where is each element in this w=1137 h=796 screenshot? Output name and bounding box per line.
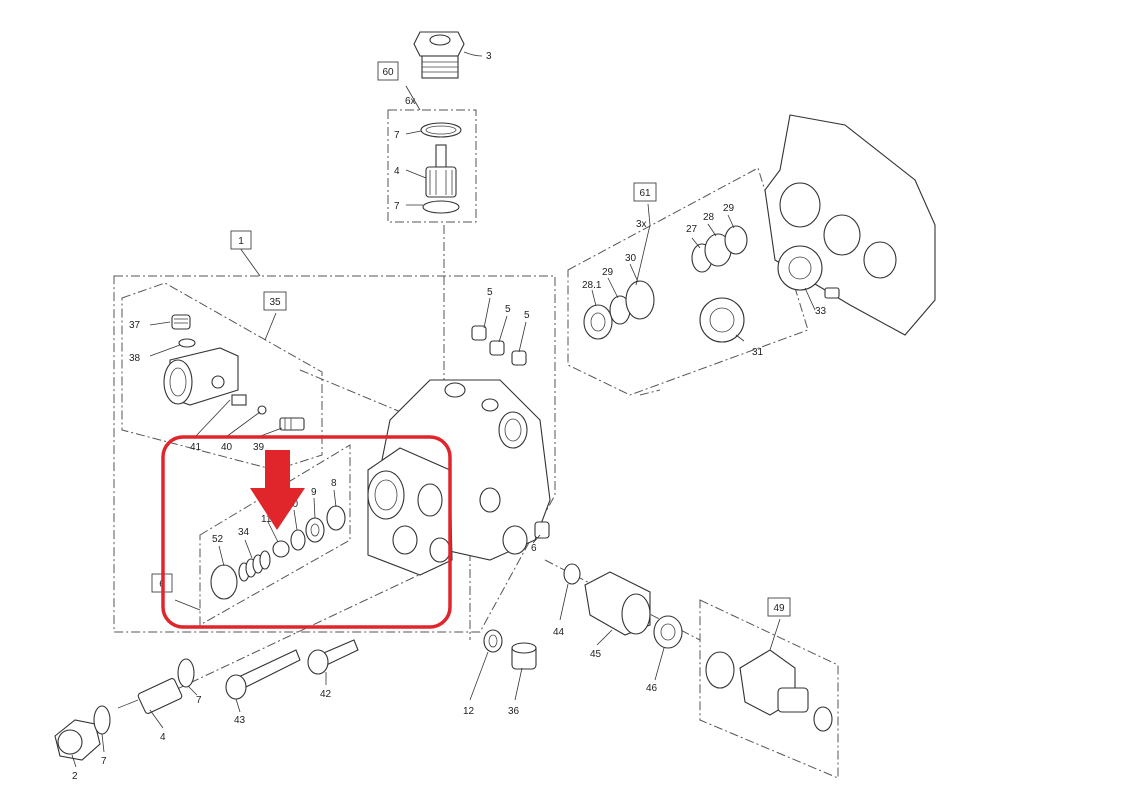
leader-lines	[71, 51, 816, 768]
callout-34: 34	[238, 527, 250, 538]
callout-7b: 7	[394, 201, 400, 212]
callout-28-1: 28.1	[582, 280, 602, 291]
callout-29b: 29	[602, 267, 614, 278]
part-41-spring	[231, 394, 247, 406]
part-12-washer	[483, 629, 503, 653]
part-4-valve-top	[425, 144, 457, 198]
callout-44: 44	[553, 627, 565, 638]
assembly-61-boundary	[567, 167, 809, 396]
callout-41: 41	[190, 442, 202, 453]
callout-35: 35	[269, 297, 281, 308]
part-31-bushing	[699, 297, 745, 343]
assembly-35-boundary	[121, 282, 323, 471]
part-7-o-ring-top	[420, 122, 462, 138]
pump-head-body	[367, 379, 551, 576]
part-29-ring	[724, 225, 748, 255]
callout-40: 40	[221, 442, 233, 453]
callout-4a: 4	[394, 166, 400, 177]
callout-60: 60	[382, 67, 394, 78]
callout-5a: 5	[487, 287, 493, 298]
parts	[54, 31, 936, 761]
callout-49: 49	[773, 603, 785, 614]
callout-42: 42	[320, 689, 332, 700]
part-35-body	[163, 347, 239, 406]
callout-61: 61	[639, 188, 651, 199]
callout-9: 9	[311, 487, 317, 498]
callout-12: 12	[463, 706, 475, 717]
part-38-washer	[178, 338, 196, 348]
part-52-o-ring	[210, 564, 238, 600]
callout-box-60: 60	[377, 61, 399, 81]
assembly-60-boundary	[387, 109, 477, 223]
callout-numbers: 3 7 4 7 37 38 41 40 39 5 5 5 8 9 10 11 3…	[72, 51, 827, 782]
part-34-spring	[238, 550, 271, 582]
callout-3: 3	[486, 51, 492, 62]
callout-33: 33	[815, 306, 827, 317]
part-7-o-ring-lower-left-a	[177, 658, 195, 688]
callout-4b: 4	[160, 732, 166, 743]
callout-27: 27	[686, 224, 698, 235]
callout-46: 46	[646, 683, 658, 694]
callout-box-61: 61	[633, 182, 657, 202]
part-3-fitting	[413, 31, 465, 79]
part-36-nut	[511, 642, 537, 670]
multiplier-60: 6x	[405, 96, 416, 107]
callout-30: 30	[625, 253, 637, 264]
part-43-bolt	[225, 649, 301, 700]
callout-box-35: 35	[263, 291, 287, 311]
assembly-6-boundary	[199, 444, 351, 626]
part-42-bolt	[307, 639, 359, 675]
multiplier-61: 3x	[636, 219, 647, 230]
highlight-box	[161, 435, 452, 629]
part-45-adapter	[584, 571, 651, 636]
callout-6b: 6	[531, 543, 537, 554]
callout-8: 8	[331, 478, 337, 489]
callout-36: 36	[508, 706, 520, 717]
part-11-ball	[272, 540, 290, 558]
callout-39: 39	[253, 442, 265, 453]
callout-11: 11	[261, 514, 272, 525]
callout-52: 52	[212, 534, 224, 545]
part-5-screws	[471, 325, 527, 366]
callout-box-49: 49	[767, 597, 791, 617]
callout-43: 43	[234, 715, 246, 726]
part-28-1-seal	[583, 304, 613, 340]
callout-7d: 7	[101, 756, 107, 767]
callout-5b: 5	[505, 304, 511, 315]
highlight-arrow	[250, 450, 305, 530]
part-10-ring	[290, 529, 306, 551]
callout-37: 37	[129, 320, 141, 331]
part-7-o-ring-lower	[422, 200, 460, 214]
part-49-coupler	[705, 649, 833, 732]
part-39-pin	[279, 417, 305, 431]
part-33-crankcase	[764, 114, 936, 336]
part-8-o-ring	[326, 505, 346, 531]
callout-28: 28	[703, 212, 715, 223]
part-9-washer	[305, 517, 325, 543]
assembly-49-boundary	[699, 599, 839, 779]
callout-38: 38	[129, 353, 141, 364]
callout-29a: 29	[723, 203, 735, 214]
callout-7c: 7	[196, 695, 202, 706]
callout-1: 1	[238, 236, 244, 247]
callout-7a: 7	[394, 130, 400, 141]
part-7-o-ring-lower-left-b	[93, 705, 111, 735]
part-2-plug	[54, 719, 101, 761]
part-4-valve-lower	[117, 678, 183, 714]
part-37-plug	[171, 314, 191, 330]
part-30-o-ring	[625, 280, 655, 320]
callout-box-1: 1	[230, 230, 252, 250]
part-44-washer	[563, 563, 581, 585]
callout-2: 2	[72, 771, 78, 782]
assembly-1-boundary	[113, 275, 556, 633]
part-46-nut	[653, 615, 683, 649]
callout-5c: 5	[524, 310, 530, 321]
callout-45: 45	[590, 649, 602, 660]
callout-31: 31	[752, 347, 764, 358]
